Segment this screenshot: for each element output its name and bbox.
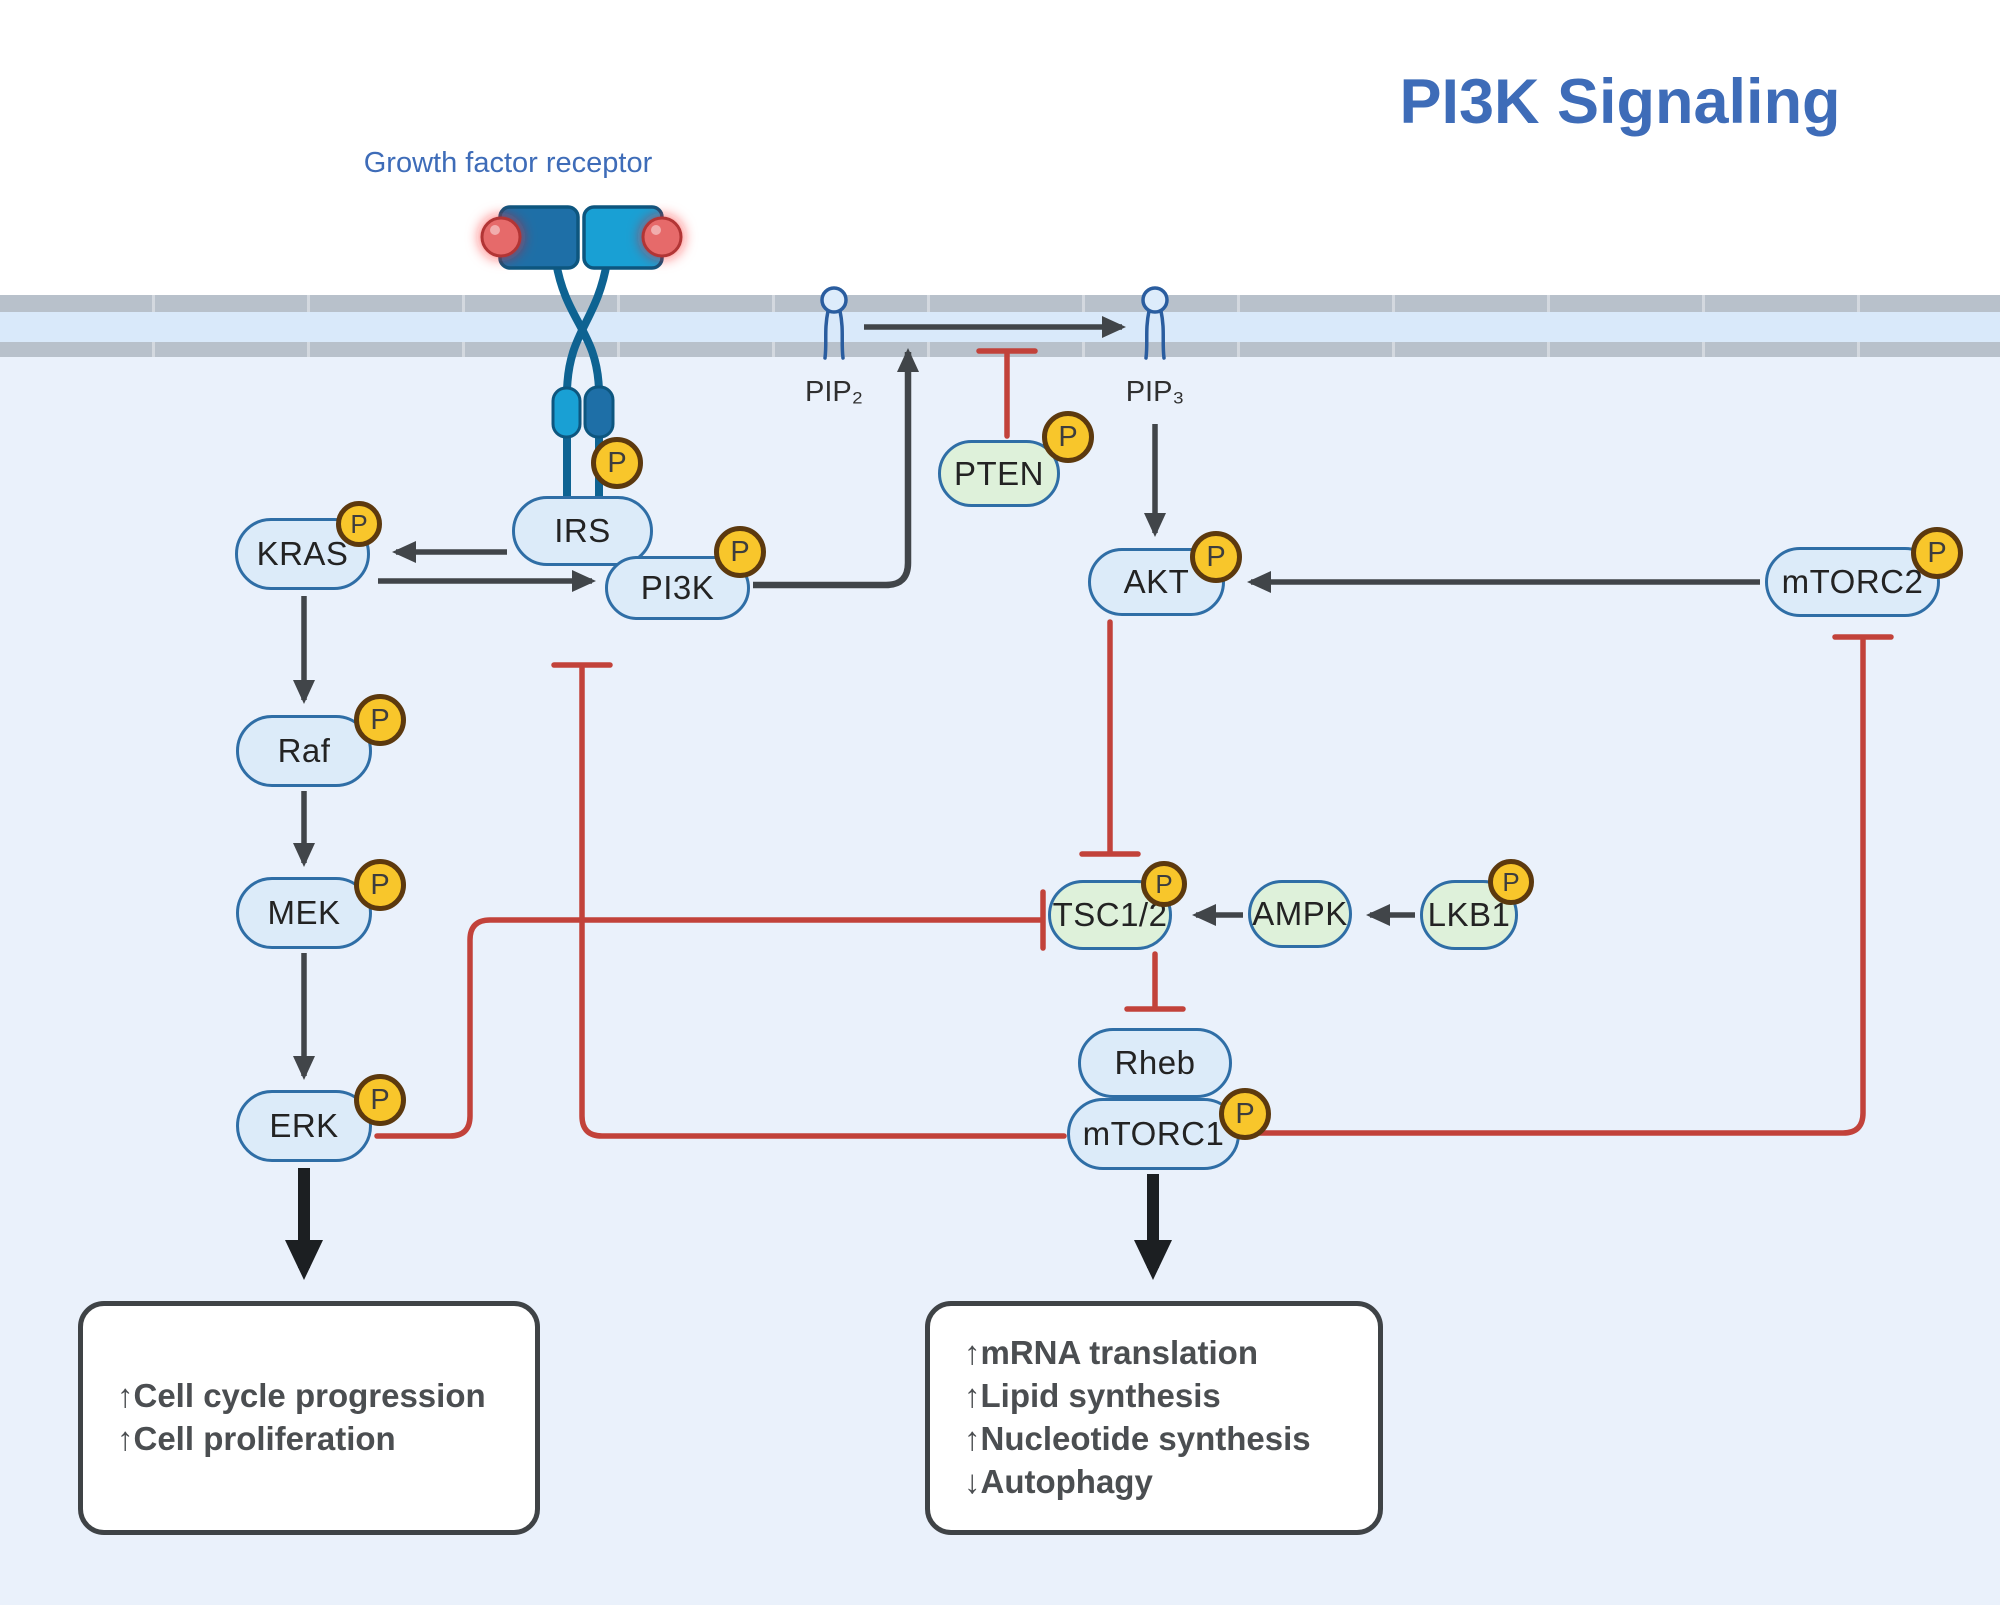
phospho-badge-mek: P: [354, 859, 406, 911]
node-erk[interactable]: ERK: [236, 1090, 372, 1162]
pip3-lipid-icon: [1141, 286, 1169, 360]
arrow-pi3k-to-conversion: [753, 348, 919, 589]
receptor-kinase-domain-right: [583, 385, 615, 439]
node-mtorc1[interactable]: mTORC1: [1067, 1098, 1240, 1170]
node-label: Rheb: [1114, 1044, 1196, 1081]
output-arrows: [285, 1168, 1172, 1280]
node-label: mTORC1: [1082, 1115, 1225, 1152]
node-label: AMPK: [1252, 895, 1348, 932]
node-label: KRAS: [256, 535, 349, 572]
inhibit-mtorc1-to-mtorc2: [1241, 637, 1866, 1136]
node-pi3k[interactable]: PI3K: [605, 556, 750, 620]
ligand-highlight: [490, 225, 500, 235]
node-pten[interactable]: PTEN: [938, 440, 1060, 507]
phospho-badge-receptor: P: [591, 437, 643, 489]
node-label: IRS: [554, 512, 611, 549]
membrane-outer-leaflet: [0, 295, 2000, 312]
growth-factor-receptor[interactable]: [480, 205, 683, 502]
node-label: mTORC2: [1781, 563, 1924, 600]
ligand-icon: [480, 216, 522, 258]
receptor-stem-left: [552, 258, 603, 396]
node-label: Raf: [277, 732, 331, 769]
pip3-label: PIP₃: [1125, 376, 1185, 408]
outcome-line: ↑Nucleotide synthesis: [964, 1420, 1311, 1457]
phospho-badge-pi3k: P: [714, 526, 766, 578]
pip2-lipid-icon: [820, 286, 848, 360]
inhibit-erk-to-tsc12: [374, 917, 1043, 1139]
node-irs[interactable]: IRS: [512, 496, 653, 566]
node-label: TSC1/2: [1052, 896, 1168, 933]
outcome-line: ↑Cell cycle progression: [117, 1377, 486, 1415]
node-rheb[interactable]: Rheb: [1078, 1028, 1232, 1098]
ligand-icon: [641, 216, 683, 258]
page-title: PI3K Signaling: [1399, 67, 1841, 137]
node-mek[interactable]: MEK: [236, 877, 372, 949]
node-tsc12[interactable]: TSC1/2: [1048, 880, 1172, 950]
node-mtorc2[interactable]: mTORC2: [1765, 547, 1940, 617]
node-raf[interactable]: Raf: [236, 715, 372, 787]
node-label: PTEN: [953, 454, 1044, 492]
node-label: PI3K: [640, 569, 715, 606]
outcome-line: ↑mRNA translation: [964, 1334, 1258, 1372]
phospho-badge-kras: P: [336, 501, 382, 547]
phospho-badge-mtorc2: P: [1911, 527, 1963, 579]
mapk-outcomes-box[interactable]: ↑Cell cycle progression ↑Cell proliferat…: [78, 1301, 540, 1535]
inhibition-lines: [374, 348, 1894, 1139]
phospho-badge-lkb1: P: [1488, 859, 1534, 905]
node-label: LKB1: [1427, 896, 1511, 933]
node-lkb1[interactable]: LKB1: [1420, 880, 1518, 950]
node-label: MEK: [267, 894, 341, 931]
outcome-line: ↑Cell proliferation: [117, 1420, 396, 1457]
ligand-pair: [480, 216, 683, 258]
node-label: ERK: [269, 1107, 339, 1144]
phospho-badge-mtorc1: P: [1219, 1088, 1271, 1140]
pip2-label: PIP₂: [805, 376, 863, 408]
receptor-kinase-domain-left: [551, 386, 582, 439]
node-label: AKT: [1123, 563, 1190, 600]
ligand-highlight: [651, 225, 661, 235]
receptor-stem-right: [563, 258, 611, 396]
mtorc1-outcomes-box[interactable]: ↑mRNA translation ↑Lipid synthesis ↑Nucl…: [925, 1301, 1383, 1535]
node-ampk[interactable]: AMPK: [1248, 880, 1352, 948]
phospho-badge-akt: P: [1190, 531, 1242, 583]
growth-factor-receptor-label: Growth factor receptor: [363, 147, 653, 179]
phospho-badge-tsc12: P: [1141, 861, 1187, 907]
activation-arrows: [293, 316, 1760, 1080]
extracellular-space: [0, 0, 2000, 295]
outcome-line: ↑Lipid synthesis: [964, 1377, 1221, 1415]
phospho-badge-pten: P: [1042, 411, 1094, 463]
outcome-line: ↓Autophagy: [964, 1462, 1153, 1500]
phospho-badge-raf: P: [354, 694, 406, 746]
phospho-badge-erk: P: [354, 1074, 406, 1126]
inhibit-mtorc1-to-pi3k: [579, 665, 1067, 1139]
